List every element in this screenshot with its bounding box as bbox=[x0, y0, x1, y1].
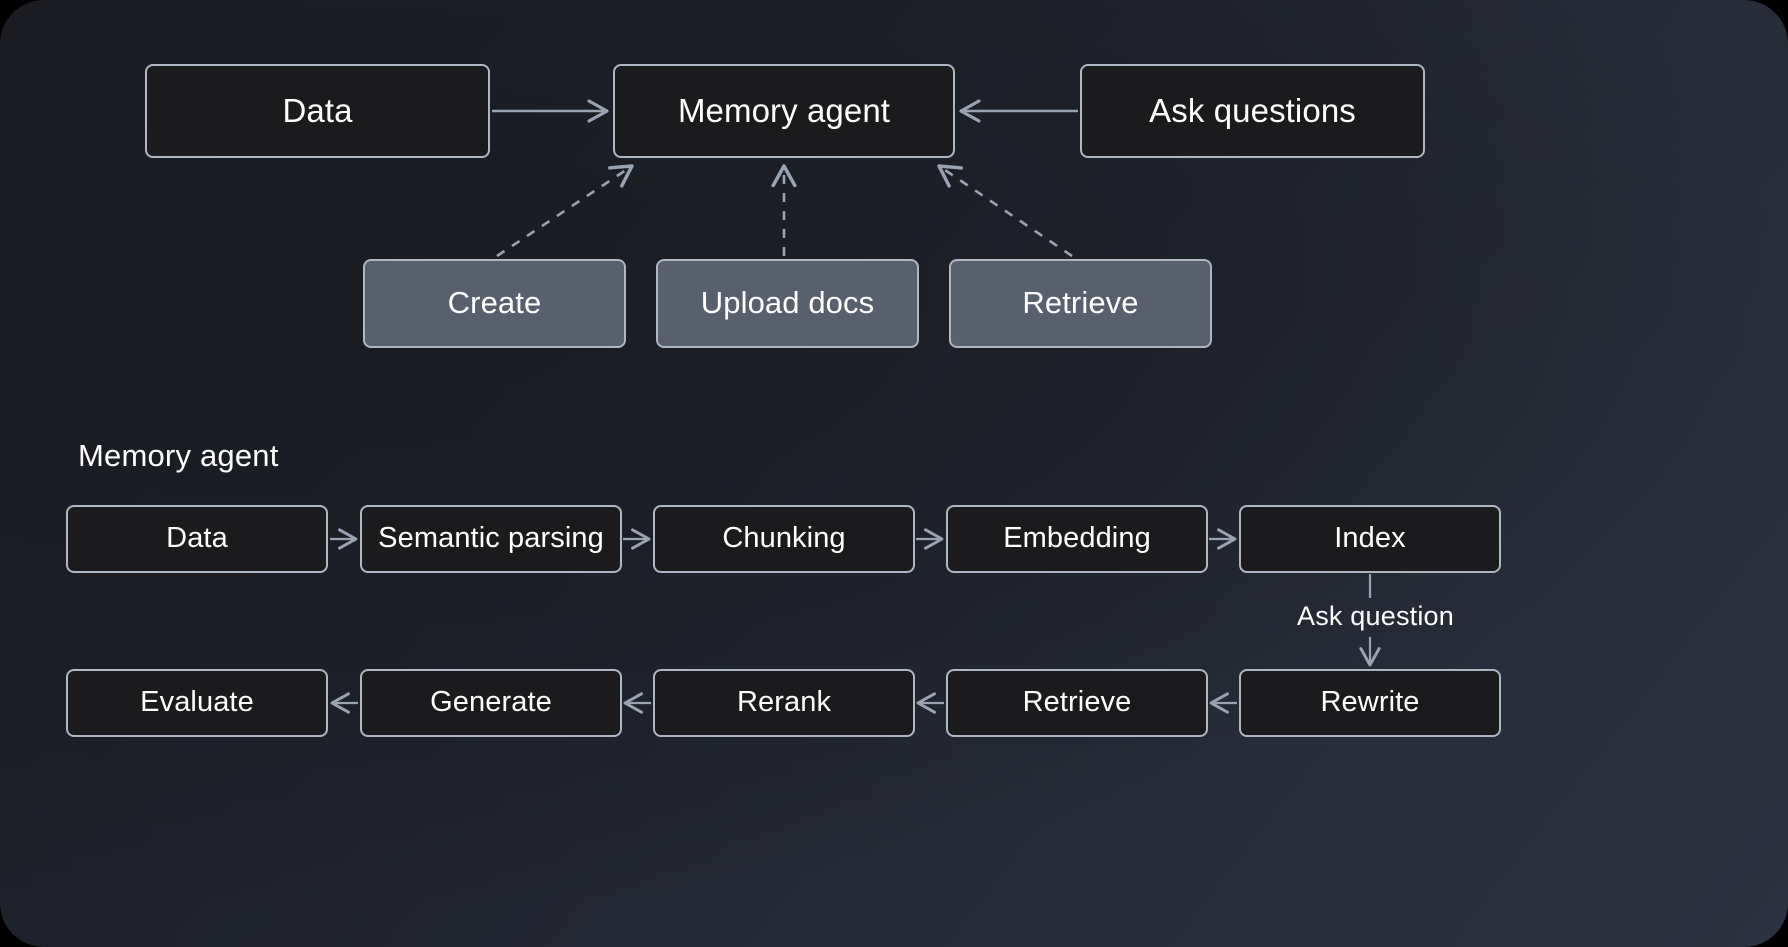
node-pipeline-evaluate[interactable]: Evaluate bbox=[66, 669, 328, 737]
node-label: Create bbox=[447, 285, 542, 321]
node-label: Generate bbox=[430, 686, 552, 719]
node-label: Upload docs bbox=[700, 285, 875, 321]
node-pipeline-generate[interactable]: Generate bbox=[360, 669, 622, 737]
node-label: Rerank bbox=[736, 686, 832, 719]
node-label: Evaluate bbox=[140, 686, 254, 719]
node-pipeline-retrieve[interactable]: Retrieve bbox=[946, 669, 1208, 737]
node-label: Rewrite bbox=[1320, 686, 1420, 719]
edge-label-ask-question: Ask question bbox=[1297, 601, 1454, 631]
node-label: Chunking bbox=[722, 522, 846, 555]
edge-create-to-memory-agent bbox=[496, 164, 634, 258]
node-pipeline-rewrite[interactable]: Rewrite bbox=[1239, 669, 1501, 737]
node-pipeline-embedding[interactable]: Embedding bbox=[946, 505, 1208, 573]
node-pipeline-rerank[interactable]: Rerank bbox=[653, 669, 915, 737]
node-label: Data bbox=[282, 91, 353, 129]
node-ask-questions[interactable]: Ask questions bbox=[1080, 64, 1425, 158]
node-label: Embedding bbox=[1003, 522, 1151, 555]
node-create[interactable]: Create bbox=[363, 259, 626, 348]
node-data-overview[interactable]: Data bbox=[145, 64, 490, 158]
node-label: Retrieve bbox=[1022, 285, 1139, 321]
node-upload-docs[interactable]: Upload docs bbox=[656, 259, 919, 348]
node-label: Retrieve bbox=[1022, 686, 1132, 719]
node-label: Index bbox=[1334, 522, 1406, 555]
node-label: Data bbox=[166, 522, 228, 555]
node-label: Semantic parsing bbox=[378, 522, 604, 555]
pipeline-section-title: Memory agent bbox=[78, 438, 279, 473]
node-label: Ask questions bbox=[1149, 91, 1356, 129]
node-pipeline-data[interactable]: Data bbox=[66, 505, 328, 573]
node-pipeline-semantic-parsing[interactable]: Semantic parsing bbox=[360, 505, 622, 573]
node-pipeline-chunking[interactable]: Chunking bbox=[653, 505, 915, 573]
node-memory-agent[interactable]: Memory agent bbox=[613, 64, 955, 158]
node-pipeline-index[interactable]: Index bbox=[1239, 505, 1501, 573]
node-label: Memory agent bbox=[677, 91, 891, 129]
node-retrieve-overview[interactable]: Retrieve bbox=[949, 259, 1212, 348]
edge-retrieve-to-memory-agent bbox=[937, 164, 1073, 258]
